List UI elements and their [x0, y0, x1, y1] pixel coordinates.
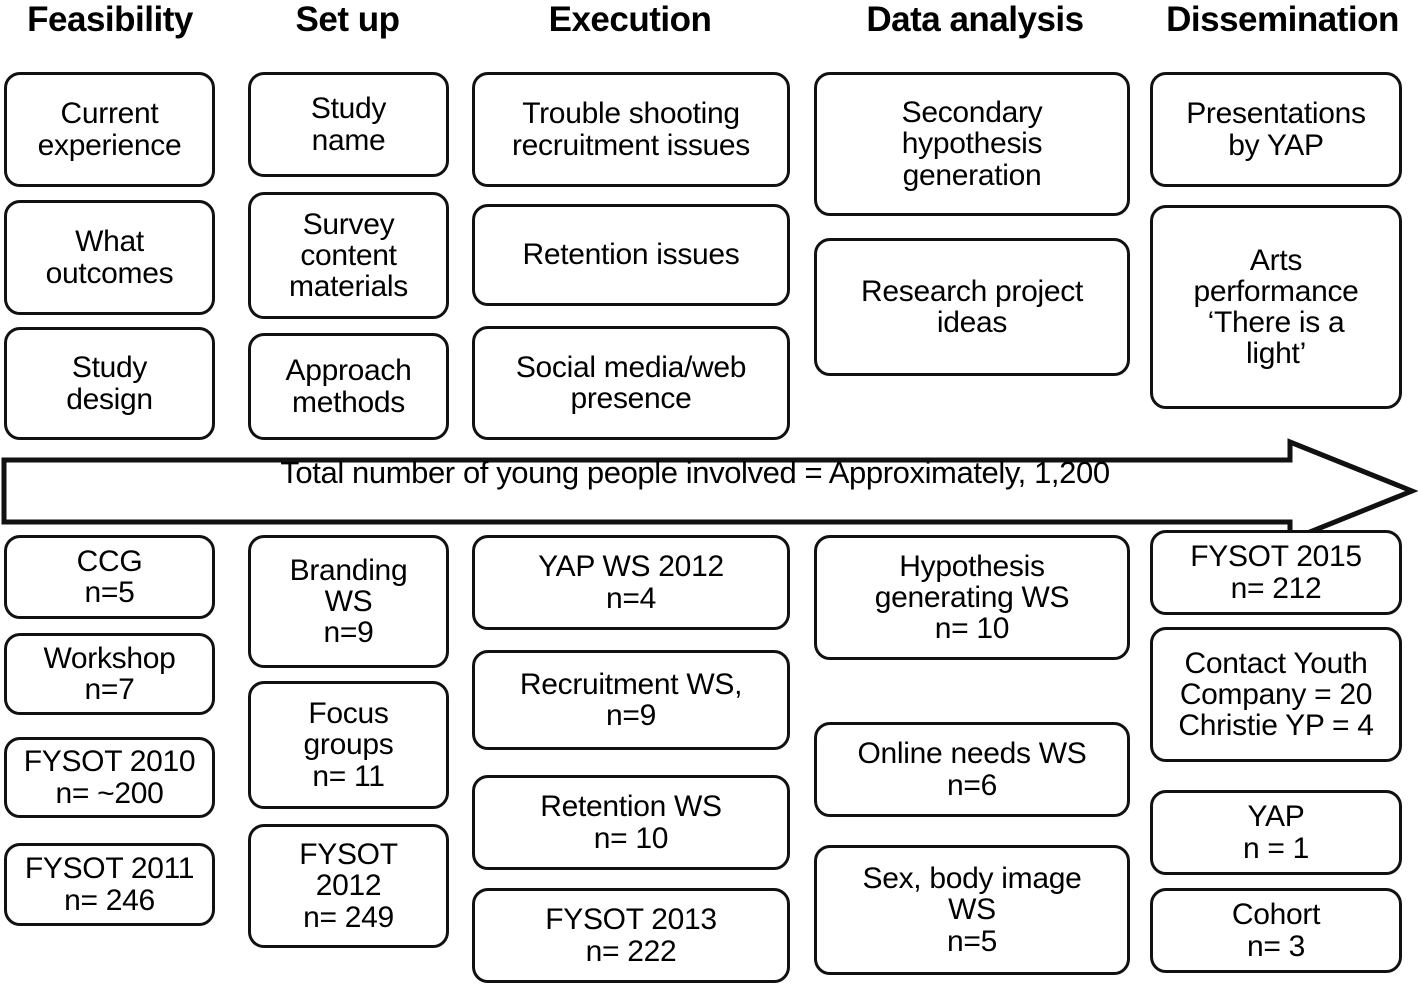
column-header-data-analysis: Data analysis [866, 0, 1084, 39]
column-header-set-up: Set up [295, 0, 400, 39]
column-header-execution: Execution [548, 0, 712, 39]
node-box: Recruitment WS,n=9 [472, 650, 790, 750]
total-participants-arrow [0, 438, 1418, 544]
total-participants-label: Total number of young people involved = … [280, 455, 1110, 490]
node-label: Recruitment WS,n=9 [519, 667, 743, 732]
column-header-dissemination: Dissemination [1166, 0, 1399, 39]
node-label: Retention issues [522, 238, 740, 272]
column-header-feasibility: Feasibility [27, 0, 193, 39]
node-box: Retention issues [472, 204, 790, 306]
